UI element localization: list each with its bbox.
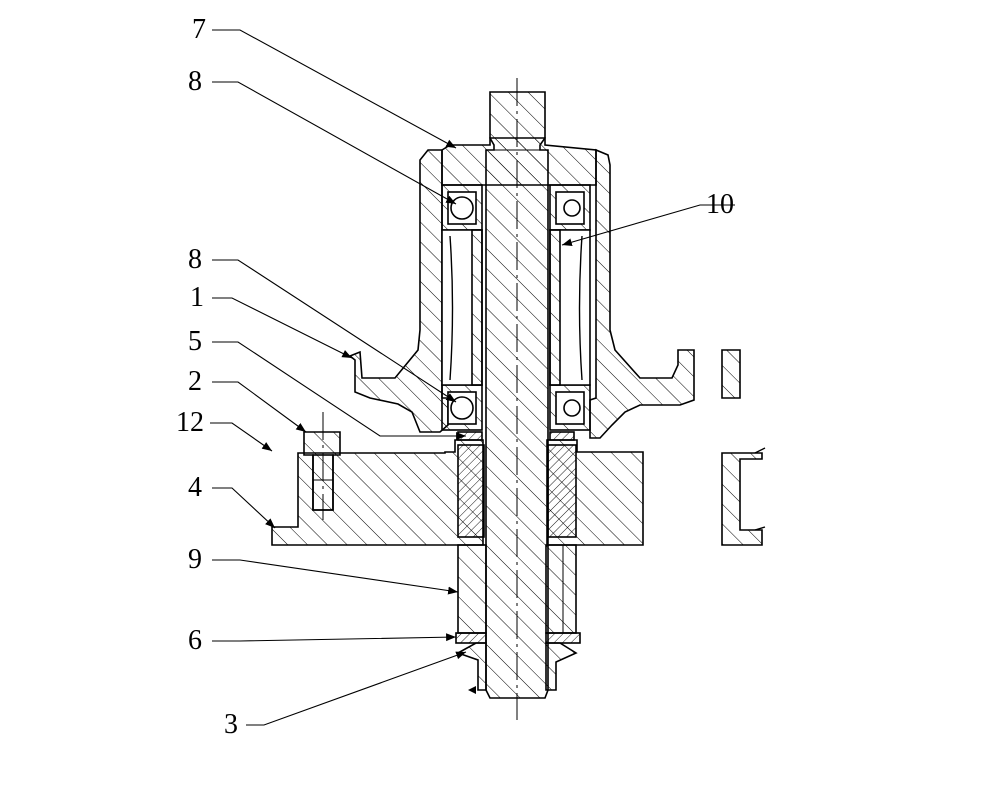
label-8-lower: 8 — [188, 244, 202, 275]
part-labels: 7 8 8 1 5 2 12 4 9 6 3 10 — [176, 14, 734, 740]
label-9: 9 — [188, 544, 202, 575]
label-10: 10 — [706, 189, 734, 220]
seal-ring — [457, 431, 575, 441]
lower-right-bearing — [549, 384, 591, 431]
label-7: 7 — [192, 14, 206, 45]
direction-mark — [468, 686, 476, 694]
base-plate-right-channel — [721, 447, 766, 546]
spacer-sleeve — [441, 229, 591, 386]
label-2: 2 — [188, 366, 202, 397]
label-1: 1 — [190, 282, 204, 313]
label-3: 3 — [224, 709, 238, 740]
leader-lines — [210, 29, 735, 726]
upper-left-bearing — [441, 184, 483, 231]
label-5: 5 — [188, 326, 202, 357]
housing — [348, 148, 741, 439]
upper-right-bearing — [549, 184, 591, 231]
label-8-upper: 8 — [188, 66, 202, 97]
main-shaft — [485, 91, 549, 699]
lower-left-bearing — [441, 384, 483, 431]
label-12: 12 — [176, 407, 204, 438]
bushing — [457, 444, 577, 538]
label-4: 4 — [188, 472, 202, 503]
label-6: 6 — [188, 625, 202, 656]
